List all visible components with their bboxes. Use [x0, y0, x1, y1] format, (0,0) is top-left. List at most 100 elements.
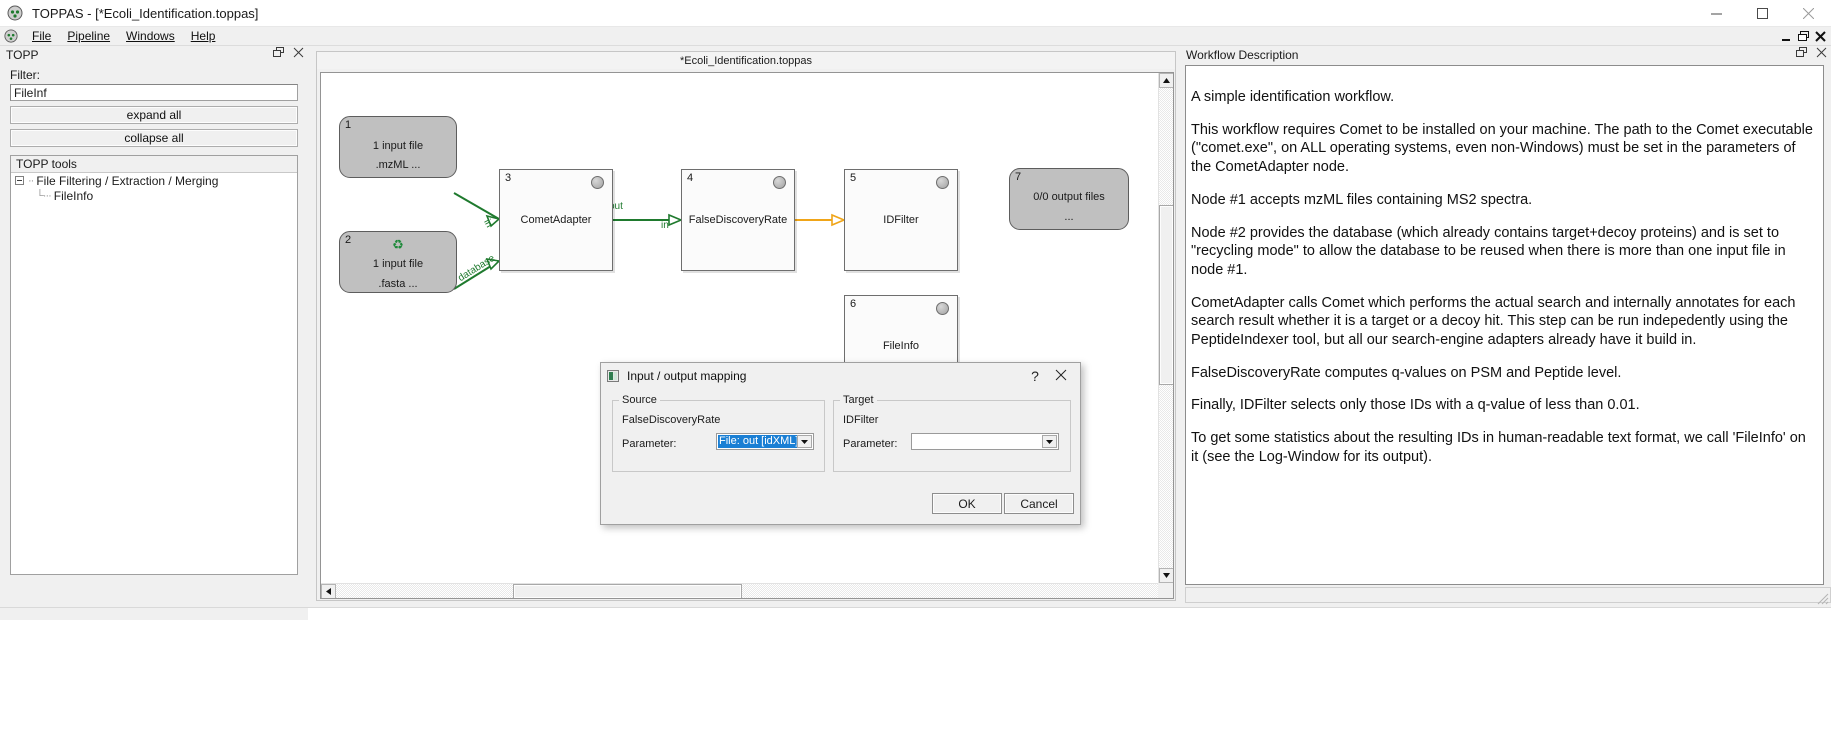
tree-item-fileinfo[interactable]: └··· FileInfo: [11, 188, 297, 203]
resize-grip-icon[interactable]: [1815, 591, 1829, 605]
dialog-help-button[interactable]: ?: [1031, 367, 1039, 384]
pipeline-node-7[interactable]: 7 0/0 output files ...: [1009, 168, 1129, 230]
node-number: 6: [850, 298, 857, 310]
tree-item-file-filtering[interactable]: ·· File Filtering / Extraction / Merging: [11, 173, 297, 188]
node-line1: 1 input file: [372, 258, 424, 270]
edge-label-in-3: in: [661, 220, 669, 231]
filter-input[interactable]: FileInf: [10, 84, 298, 101]
pipeline-node-4[interactable]: 4 FalseDiscoveryRate: [681, 169, 795, 271]
ok-button[interactable]: OK: [932, 493, 1002, 514]
toppas-app-icon: [7, 5, 23, 21]
topp-tools-tree: TOPP tools ·· File Filtering / Extractio…: [10, 155, 298, 575]
tree-item-label: FileInfo: [53, 188, 94, 203]
topp-dock-title: TOPP: [6, 48, 39, 62]
pipeline-edges: [453, 192, 847, 290]
description-paragraph: Node #1 accepts mzML files containing MS…: [1191, 191, 1533, 208]
scroll-up-arrow-icon[interactable]: [1159, 73, 1173, 88]
workflow-description-dock: Workflow Description A simple identifica…: [1180, 46, 1831, 607]
chevron-down-icon[interactable]: [797, 435, 812, 448]
menu-file[interactable]: File: [24, 28, 59, 44]
workflow-dock-float-icon[interactable]: [1796, 47, 1807, 61]
source-legend: Source: [619, 394, 660, 406]
canvas-h-scroll-thumb[interactable]: [513, 584, 742, 598]
minimize-button[interactable]: [1693, 0, 1739, 27]
node-tool-name: FileInfo: [882, 340, 920, 352]
edge-label-out: out: [609, 201, 623, 212]
node-number: 3: [505, 172, 512, 184]
description-horizontal-scrollbar[interactable]: [1185, 587, 1831, 603]
canvas-horizontal-scrollbar[interactable]: [321, 583, 1158, 598]
statusbar-left-pane: [0, 608, 308, 620]
source-node-name: FalseDiscoveryRate: [622, 414, 721, 426]
dialog-title: Input / output mapping: [627, 368, 747, 383]
filter-label: Filter:: [10, 68, 40, 82]
target-parameter-combobox[interactable]: [911, 433, 1059, 450]
pipeline-node-2[interactable]: 2 ♻ 1 input file .fasta ...: [339, 231, 457, 293]
menu-help[interactable]: Help: [183, 28, 224, 44]
dialog-close-button[interactable]: [1048, 368, 1074, 384]
mdi-minimize-icon[interactable]: [1779, 29, 1794, 44]
node-status-led-icon: [591, 176, 604, 189]
node-line1: 0/0 output files: [1033, 191, 1105, 203]
collapse-all-button[interactable]: collapse all: [10, 129, 298, 147]
canvas-v-scroll-thumb[interactable]: [1159, 205, 1173, 385]
node-tool-name: FalseDiscoveryRate: [688, 214, 788, 226]
workflow-description-titlebar: Workflow Description: [1180, 46, 1831, 64]
expand-all-button[interactable]: expand all: [10, 106, 298, 124]
dialog-titlebar: Input / output mapping ?: [601, 363, 1080, 388]
chevron-down-icon[interactable]: [1042, 435, 1057, 448]
description-paragraph: To get some statistics about the resulti…: [1191, 430, 1806, 465]
canvas-vertical-scrollbar[interactable]: [1158, 73, 1173, 583]
node-number: 1: [345, 119, 352, 131]
target-legend: Target: [840, 394, 877, 406]
target-parameter-label: Parameter:: [843, 438, 898, 450]
source-parameter-label: Parameter:: [622, 438, 677, 450]
pipeline-node-1[interactable]: 1 1 input file .mzML ...: [339, 116, 457, 178]
menubar: File Pipeline Windows Help: [0, 27, 1831, 46]
node-status-led-icon: [936, 302, 949, 315]
description-paragraph: CometAdapter calls Comet which performs …: [1191, 294, 1796, 349]
topp-dock-titlebar: TOPP: [0, 46, 308, 64]
node-line2: .mzML ...: [375, 159, 421, 171]
menu-file-label: File: [32, 29, 52, 43]
window-titlebar: TOPPAS - [*Ecoli_Identification.toppas]: [0, 0, 1831, 27]
node-number: 4: [687, 172, 694, 184]
node-number: 2: [345, 234, 352, 246]
statusbar: [0, 607, 1831, 736]
topp-dock-close-icon[interactable]: [293, 47, 304, 61]
node-status-led-icon: [773, 176, 786, 189]
menu-windows[interactable]: Windows: [118, 28, 183, 44]
scroll-left-arrow-icon[interactable]: [321, 584, 336, 598]
mdi-close-icon[interactable]: [1813, 29, 1828, 44]
description-paragraph: Finally, IDFilter selects only those IDs…: [1191, 397, 1640, 414]
tree-guide-dots: └···: [36, 189, 52, 202]
node-line1: 1 input file: [372, 140, 424, 152]
close-button[interactable]: [1785, 0, 1831, 27]
workflow-description-text[interactable]: A simple identification workflow. This w…: [1185, 65, 1824, 585]
node-line2: .fasta ...: [378, 278, 418, 290]
topp-dock-float-icon[interactable]: [273, 47, 284, 61]
mdi-restore-icon[interactable]: [1796, 29, 1811, 44]
source-groupbox: Source FalseDiscoveryRate Parameter: Fil…: [612, 394, 825, 472]
topp-tools-header: TOPP tools: [11, 156, 297, 173]
menubar-app-icon: [4, 29, 18, 43]
menu-pipeline-label: Pipeline: [67, 29, 111, 43]
workflow-description-title: Workflow Description: [1186, 48, 1299, 62]
collapse-expander-icon[interactable]: [15, 176, 24, 185]
menu-pipeline[interactable]: Pipeline: [59, 28, 118, 44]
source-parameter-value: File: out [idXML]: [718, 435, 800, 448]
description-paragraph: This workflow requires Comet to be insta…: [1191, 121, 1813, 176]
tree-item-label: File Filtering / Extraction / Merging: [36, 173, 219, 188]
workflow-dock-close-icon[interactable]: [1816, 47, 1827, 61]
scroll-down-arrow-icon[interactable]: [1159, 568, 1173, 583]
maximize-button[interactable]: [1739, 0, 1785, 27]
pipeline-node-5[interactable]: 5 IDFilter: [844, 169, 958, 271]
target-parameter-value: [913, 435, 915, 448]
topp-dock-panel: TOPP Filter: FileInf expand all collapse…: [0, 46, 308, 607]
cancel-button[interactable]: Cancel: [1004, 493, 1074, 514]
node-line2: ...: [1064, 211, 1074, 223]
source-parameter-combobox[interactable]: File: out [idXML]: [716, 433, 814, 450]
pipeline-node-3[interactable]: 3 CometAdapter: [499, 169, 613, 271]
scrollbar-corner: [1158, 583, 1173, 598]
input-output-mapping-dialog: Input / output mapping ? Source FalseDis…: [600, 362, 1081, 525]
